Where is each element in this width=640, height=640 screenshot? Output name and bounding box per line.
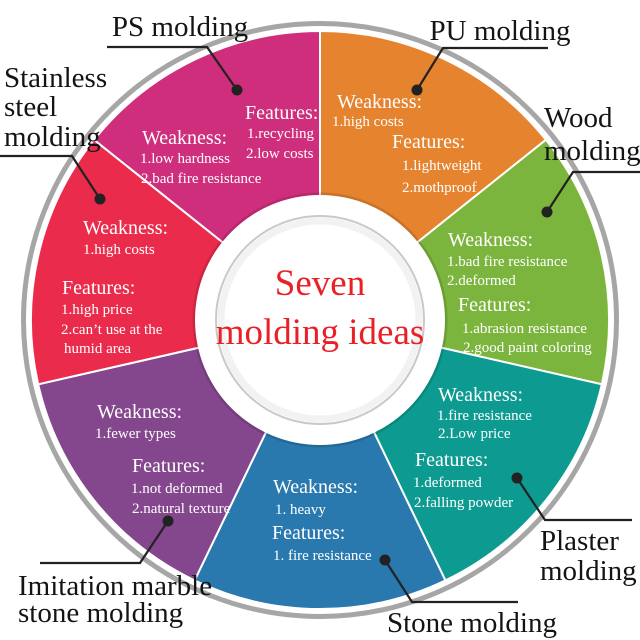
wood-features-title: Features: xyxy=(458,294,531,316)
outer-ring xyxy=(21,21,619,619)
pu-weakness-item: 1.high costs xyxy=(332,114,404,130)
stone-leader-dot xyxy=(379,554,391,566)
label-plaster-molding: molding xyxy=(540,555,637,587)
stainless-weakness-title: Weakness: xyxy=(83,217,168,239)
label-wood-molding: molding xyxy=(544,135,640,167)
label-pu-molding: PU molding xyxy=(430,15,571,47)
marble-leader-line xyxy=(40,520,169,565)
wood-leader-dot xyxy=(541,206,553,218)
ps-features-item: 2.low costs xyxy=(246,146,314,162)
ps-weakness-title: Weakness: xyxy=(142,127,227,149)
stone-features-item: 1. fire resistance xyxy=(273,548,372,564)
ps-weakness-item: 1.low hardness xyxy=(140,151,230,167)
stone-weakness-item: 1. heavy xyxy=(275,502,326,518)
stainless-features-item: 1.high price xyxy=(61,302,133,318)
pu-leader-dot xyxy=(411,84,423,96)
center-title-line1: Seven xyxy=(275,263,365,304)
plaster-leader-dot xyxy=(511,472,523,484)
plaster-weakness-title: Weakness: xyxy=(438,384,523,406)
label-marble-molding: stone molding xyxy=(18,597,183,629)
ps-leader-dot xyxy=(231,84,243,96)
label-marble-molding: Imitation marble xyxy=(18,570,212,602)
stainless-leader-line xyxy=(0,154,101,200)
stainless-features-item: humid area xyxy=(64,341,131,357)
marble-leader-dot xyxy=(162,515,174,527)
ps-leader-line xyxy=(107,45,238,91)
pu-weakness-title: Weakness: xyxy=(337,91,422,113)
marble-features-title: Features: xyxy=(132,455,205,477)
wood-weakness-item: 1.bad fire resistance xyxy=(447,254,568,270)
stainless-features-item: 2.can’t use at the xyxy=(61,322,163,338)
label-wood-molding: Wood xyxy=(544,102,613,134)
stainless-weakness-item: 1.high costs xyxy=(83,242,155,258)
stone-features-title: Features: xyxy=(272,522,345,544)
stone-weakness-title: Weakness: xyxy=(273,476,358,498)
ps-weakness-item: 2.bad fire resistance xyxy=(141,171,262,187)
stainless-features-title: Features: xyxy=(62,277,135,299)
stone-leader-line xyxy=(384,559,518,604)
wood-weakness-item: 2.deformed xyxy=(447,273,516,289)
pu-features-item: 2.mothproof xyxy=(402,180,477,196)
marble-features-item: 2.natural texture xyxy=(132,501,231,517)
pu-leader-line xyxy=(416,46,548,91)
center-inner-shade xyxy=(217,217,423,423)
wood-features-item: 1.abrasion resistance xyxy=(462,321,587,337)
ps-features-item: 1.recycling xyxy=(247,126,315,142)
plaster-features-item: 2.falling powder xyxy=(414,495,513,511)
stainless-leader-dot xyxy=(94,193,106,205)
wedge-stone xyxy=(193,317,447,610)
plaster-features-item: 1.deformed xyxy=(413,475,482,491)
pu-features-item: 1.lightweight xyxy=(402,158,482,174)
plaster-leader-line xyxy=(516,477,632,522)
center-circle-shadow xyxy=(192,192,448,448)
marble-features-item: 1.not deformed xyxy=(131,481,223,497)
center-inner-circle xyxy=(215,215,425,425)
plaster-weakness-item: 2.Low price xyxy=(438,426,511,442)
label-plaster-molding: Plaster xyxy=(540,525,619,557)
label-stainless-molding: Stainless xyxy=(4,62,107,94)
plaster-features-title: Features: xyxy=(415,449,488,471)
wood-weakness-title: Weakness: xyxy=(448,229,533,251)
label-ps-molding: PS molding xyxy=(112,11,248,43)
wood-features-item: 2.good paint coloring xyxy=(463,340,592,356)
marble-weakness-title: Weakness: xyxy=(97,401,182,423)
ps-features-title: Features: xyxy=(245,102,318,124)
plaster-weakness-item: 1.fire resistance xyxy=(437,408,532,424)
wood-leader-line xyxy=(546,170,640,213)
label-stone-molding: Stone molding xyxy=(387,607,557,639)
label-stainless-molding: molding xyxy=(4,121,101,153)
pu-features-title: Features: xyxy=(392,131,465,153)
label-stainless-molding: steel xyxy=(4,91,57,123)
center-title-line2: molding ideas xyxy=(216,312,425,353)
marble-weakness-item: 1.fewer types xyxy=(95,426,176,442)
